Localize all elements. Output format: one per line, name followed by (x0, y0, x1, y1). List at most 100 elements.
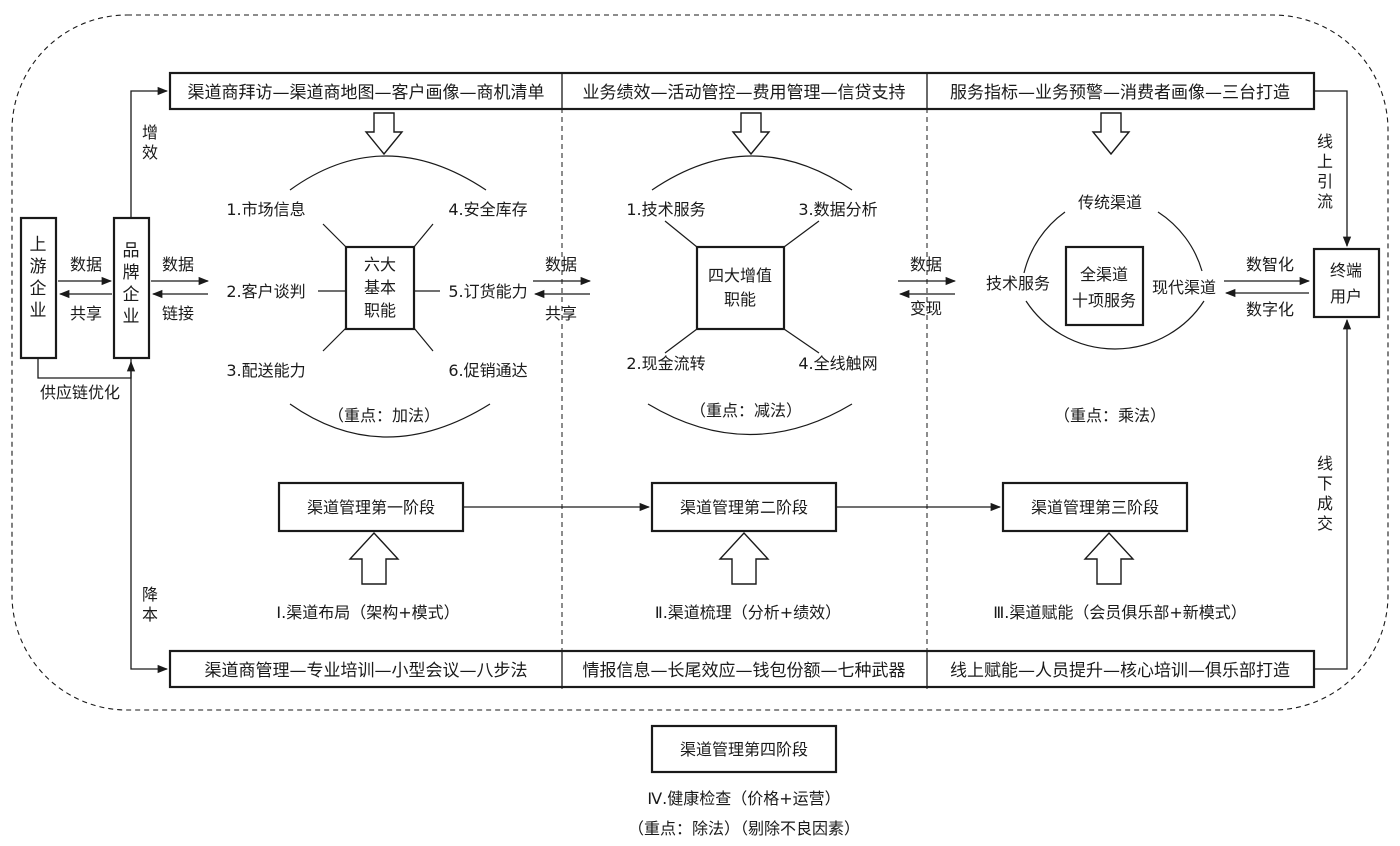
top-to-user-arrow (1314, 90, 1352, 248)
stage1-center-line-1: 六大 (364, 255, 396, 274)
stage1-focus: （重点：加法） (328, 406, 440, 425)
upstream-char-3: 企 (30, 279, 47, 299)
increase-efficiency-label-1: 增 (142, 123, 158, 142)
brand-data-label: 数据 (162, 255, 194, 274)
stage3-box (1001, 481, 1189, 533)
stage3-center-line-1: 全渠道 (1080, 265, 1128, 284)
digital-smart-label: 数智化 (1246, 255, 1294, 274)
online-char-1: 线 (1317, 132, 1333, 151)
stage4-caption: Ⅳ.健康检查（价格+运营） (647, 789, 840, 808)
increase-efficiency-label-2: 效 (142, 143, 158, 162)
reduce-cost-label-1: 降 (142, 585, 158, 604)
stage3-up-arrow (1083, 531, 1135, 585)
end-user-line-1: 终端 (1330, 261, 1362, 280)
stage1-box-label: 渠道管理第一阶段 (307, 498, 435, 517)
stage1-top-arc (289, 155, 487, 191)
upstream-char-2: 游 (30, 257, 47, 277)
stage2-box-label: 渠道管理第二阶段 (680, 498, 808, 517)
offline-char-4: 交 (1317, 514, 1333, 533)
brand-to-top-arrow (130, 86, 169, 218)
stage1-item-3: 3.配送能力 (226, 361, 305, 380)
stage4-box (650, 724, 838, 774)
stage3-down-arrow (1091, 112, 1131, 156)
stage4-box-label: 渠道管理第四阶段 (680, 740, 808, 759)
offline-char-2: 下 (1317, 474, 1333, 493)
online-char-3: 引 (1317, 172, 1333, 191)
online-char-4: 流 (1317, 192, 1333, 211)
stage3-traditional: 传统渠道 (1078, 193, 1142, 212)
stage3-box-label: 渠道管理第三阶段 (1031, 498, 1159, 517)
stage2-item-1: 1.技术服务 (626, 200, 705, 219)
stage2-item-2: 2.现金流转 (626, 354, 705, 373)
brand-box: 品 牌 企 业 (112, 216, 151, 360)
bottom-bar-item-2: 情报信息—长尾效应—钱包份额—七种武器 (583, 661, 906, 681)
brand-char-2: 牌 (123, 263, 140, 283)
online-char-2: 上 (1317, 152, 1333, 171)
stage1-item-6: 6.促销通达 (448, 361, 527, 380)
stage1-block: 六大 基本 职能 1.市场信息 2.客户谈判 3.配送能力 4.安全库存 5.订… (226, 112, 528, 438)
stage2-up-arrow (718, 531, 770, 585)
stage2-bottom-arc (647, 403, 853, 436)
top-bar-item-3: 服务指标—业务预警—消费者画像—三台打造 (950, 83, 1290, 103)
end-user-line-2: 用户 (1330, 287, 1362, 306)
top-bar: 渠道商拜访—渠道商地图—客户画像—商机清单 业务绩效—活动管控—费用管理—信贷支… (168, 71, 1316, 111)
stage3-modern: 现代渠道 (1152, 278, 1216, 297)
brand-to-bottom-arrow (130, 358, 169, 674)
stage2-box (650, 481, 838, 533)
upstream-share-label: 共享 (70, 304, 102, 323)
bottom-bar: 渠道商管理—专业培训—小型会议—八步法 情报信息—长尾效应—钱包份额—七种武器 … (168, 649, 1316, 689)
stage2-down-arrow (731, 112, 771, 156)
stage1-center-line-2: 基本 (364, 278, 396, 297)
stage1-box (277, 481, 465, 533)
stage1-share-label: 共享 (545, 304, 577, 323)
stage1-caption: Ⅰ.渠道布局（架构+模式） (276, 603, 459, 622)
offline-char-3: 成 (1317, 494, 1333, 513)
top-bar-item-2: 业务绩效—活动管控—费用管理—信贷支持 (583, 83, 906, 103)
stage3-center-line-2: 十项服务 (1072, 291, 1136, 310)
upstream-char-1: 上 (30, 235, 47, 255)
upstream-box: 上 游 企 业 (19, 216, 58, 360)
bottom-to-user-arrow (1314, 318, 1352, 670)
stage2-data-label: 数据 (910, 255, 942, 274)
stage3-focus: （重点：乘法） (1054, 406, 1166, 425)
stage3-caption: Ⅲ.渠道赋能（会员俱乐部+新模式） (993, 603, 1247, 622)
offline-char-1: 线 (1317, 454, 1333, 473)
end-user-box: 终端 用户 (1312, 247, 1381, 319)
stage1-item-4: 4.安全库存 (448, 200, 527, 219)
bottom-bar-item-3: 线上赋能—人员提升—核心培训—俱乐部打造 (950, 661, 1290, 681)
stage1-item-5: 5.订货能力 (448, 282, 527, 301)
stage2-block: 四大增值 职能 1.技术服务 2.现金流转 3.数据分析 4.全线触网 （重点：… (626, 112, 878, 436)
stage1-data-label: 数据 (545, 255, 577, 274)
stage2-caption: Ⅱ.渠道梳理（分析+绩效） (655, 603, 841, 622)
reduce-cost-label-2: 本 (142, 605, 158, 624)
stage1-down-arrow (364, 112, 404, 156)
stage1-center-box (344, 245, 416, 331)
stage2-item-4: 4.全线触网 (798, 354, 877, 373)
stage3-center-box (1064, 245, 1145, 327)
upstream-data-label: 数据 (70, 255, 102, 274)
outer-dashed-boundary (11, 14, 1389, 711)
brand-char-4: 业 (123, 307, 140, 327)
stage2-center-line-1: 四大增值 (708, 266, 772, 285)
brand-link-label: 链接 (162, 304, 194, 323)
supply-chain-label: 供应链优化 (40, 383, 120, 402)
top-bar-item-1: 渠道商拜访—渠道商地图—客户画像—商机清单 (188, 83, 545, 103)
stage3-tech: 技术服务 (986, 274, 1050, 293)
supply-chain-arrow (37, 358, 136, 379)
stage2-top-arc (651, 155, 853, 191)
stage1-center-line-3: 职能 (364, 301, 396, 320)
stage2-center-box (695, 245, 786, 331)
digitalization-label: 数字化 (1246, 300, 1294, 319)
bottom-bar-item-1: 渠道商管理—专业培训—小型会议—八步法 (205, 661, 528, 681)
stage2-item-3: 3.数据分析 (798, 200, 877, 219)
upstream-char-4: 业 (30, 301, 47, 321)
stage2-focus: （重点：减法） (690, 401, 802, 420)
stage1-item-2: 2.客户谈判 (226, 282, 305, 301)
brand-char-1: 品 (123, 241, 140, 261)
brand-char-3: 企 (123, 285, 140, 305)
stage4-focus: （重点：除法）（剔除不良因素） (628, 819, 860, 838)
stage1-up-arrow (348, 531, 400, 585)
stage1-bottom-arc (289, 403, 491, 438)
stage1-item-1: 1.市场信息 (226, 200, 305, 219)
